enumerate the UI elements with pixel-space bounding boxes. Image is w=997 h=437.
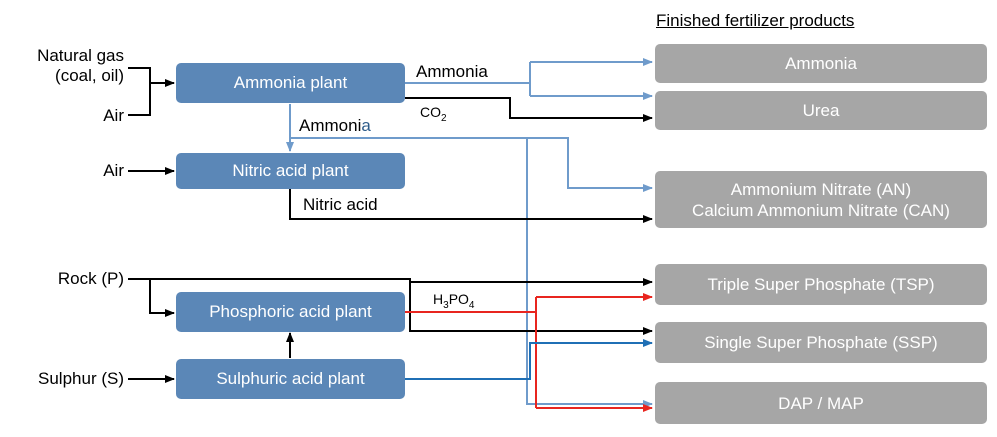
ammonia-flow-label-top: Ammonia — [416, 62, 488, 81]
natural-gas-line2: (coal, oil) — [55, 66, 124, 85]
ammonia-to-products-connector — [405, 58, 653, 100]
product-ssp-box: Single Super Phosphate (SSP) — [655, 322, 987, 363]
product-an-line: Ammonium Nitrate (AN) — [730, 179, 912, 199]
rock-label: Rock (P) — [57, 269, 124, 288]
air-label-ammonia: Air — [103, 106, 124, 125]
sulphur-label: Sulphur (S) — [38, 369, 124, 388]
ammonia-mid-main: Ammoni — [299, 116, 362, 135]
natural-gas-line1: Natural gas — [37, 46, 124, 65]
h3po4-sub3: 3 — [443, 299, 449, 311]
sulphuric-acid-to-ssp-arrow — [405, 339, 653, 380]
ammonia-mid-tail: a — [361, 116, 371, 135]
ammonia-distribution-connector — [286, 104, 653, 408]
product-can-line: Calcium Ammonium Nitrate (CAN) — [692, 200, 950, 220]
ammonia-flow-label-mid: Ammonia — [299, 116, 371, 136]
nitric-acid-flow-label: Nitric acid — [303, 195, 378, 214]
h3po4-po: PO — [448, 291, 469, 307]
product-ammonia-box: Ammonia — [655, 44, 987, 83]
h3po4-h: H — [433, 291, 444, 307]
co2-to-urea-arrow — [405, 97, 653, 122]
inputs-to-ammonia-connector — [128, 67, 175, 116]
natural-gas-label: Natural gas (coal, oil) — [6, 46, 124, 86]
co2-flow-label: CO2 — [420, 102, 447, 129]
product-tsp-box: Triple Super Phosphate (TSP) — [655, 264, 987, 305]
phosphoric-acid-plant-box: Phosphoric acid plant — [176, 292, 405, 332]
rock-connector — [128, 278, 653, 335]
nitric-acid-to-an-arrow — [289, 189, 653, 223]
phosphoric-acid-connector — [405, 293, 653, 412]
product-an-can-box: Ammonium Nitrate (AN) Calcium Ammonium N… — [655, 171, 987, 228]
h3po4-sub4: 4 — [468, 299, 475, 311]
co2-subscript: 2 — [441, 112, 447, 124]
product-dap-map-box: DAP / MAP — [655, 382, 987, 424]
sulphuric-acid-plant-box: Sulphuric acid plant — [176, 359, 405, 399]
air-label-nitric: Air — [103, 161, 124, 180]
product-urea-box: Urea — [655, 91, 987, 130]
ammonia-plant-box: Ammonia plant — [176, 63, 405, 103]
nitric-acid-plant-box: Nitric acid plant — [176, 153, 405, 189]
products-heading: Finished fertilizer products — [656, 11, 855, 30]
co2-main: CO — [420, 104, 441, 120]
h3po4-flow-label: H3PO4 — [433, 289, 474, 316]
